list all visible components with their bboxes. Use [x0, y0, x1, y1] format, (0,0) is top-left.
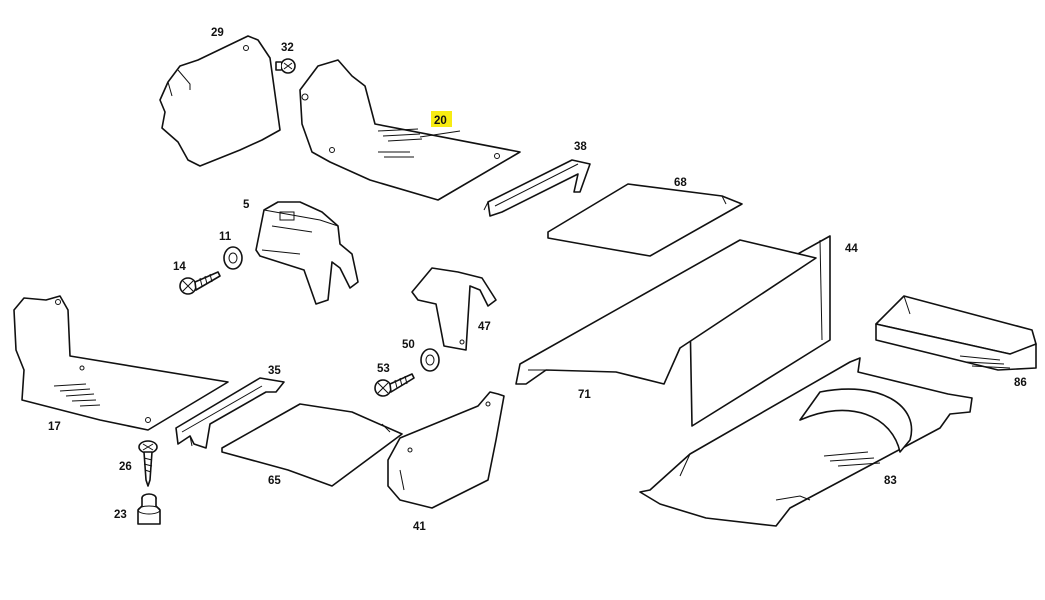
label-86: 86 — [1014, 377, 1027, 389]
part-5-tunnel-cover[interactable] — [255, 201, 359, 305]
part-17-floor-panel[interactable] — [13, 295, 229, 431]
label-32: 32 — [281, 42, 294, 54]
part-20-floor-cover[interactable] — [299, 59, 521, 201]
part-65-mat[interactable] — [221, 403, 403, 487]
label-26: 26 — [119, 461, 132, 473]
label-83: 83 — [884, 475, 897, 487]
label-23: 23 — [114, 509, 127, 521]
part-38-channel[interactable] — [483, 159, 591, 217]
part-35-channel[interactable] — [175, 377, 285, 449]
label-20-highlight — [431, 111, 452, 127]
part-23-buffer[interactable] — [137, 493, 161, 525]
part-11-washer[interactable] — [223, 246, 243, 270]
label-14: 14 — [173, 261, 186, 273]
part-71-long-panel[interactable] — [515, 239, 817, 385]
label-41: 41 — [413, 521, 426, 533]
label-11: 11 — [219, 231, 232, 243]
label-29: 29 — [211, 27, 224, 39]
label-65: 65 — [268, 475, 281, 487]
label-68: 68 — [674, 177, 687, 189]
part-68-mat[interactable] — [547, 183, 743, 257]
label-44: 44 — [845, 243, 858, 255]
label-5: 5 — [243, 199, 250, 211]
label-71: 71 — [578, 389, 591, 401]
part-14-screw[interactable] — [179, 271, 221, 295]
part-83-trunk-mat[interactable] — [639, 357, 973, 527]
label-35: 35 — [268, 365, 281, 377]
part-50-washer[interactable] — [420, 348, 440, 372]
label-38: 38 — [574, 141, 587, 153]
label-53: 53 — [377, 363, 390, 375]
label-17: 17 — [48, 421, 61, 433]
part-47-arched-cover[interactable] — [411, 267, 497, 351]
part-labels: 29 32 20 38 68 5 11 14 44 47 50 53 35 17… — [48, 27, 1027, 533]
label-50: 50 — [402, 339, 415, 351]
part-53-screw[interactable] — [374, 373, 415, 397]
part-29-panel[interactable] — [159, 35, 281, 167]
part-41-side-trim[interactable] — [387, 391, 505, 509]
part-86-bracket[interactable] — [875, 295, 1037, 371]
label-47: 47 — [478, 321, 491, 333]
part-26-screw[interactable] — [138, 440, 158, 487]
part-32-screw[interactable] — [275, 58, 296, 74]
label-20: 20 — [434, 115, 447, 127]
